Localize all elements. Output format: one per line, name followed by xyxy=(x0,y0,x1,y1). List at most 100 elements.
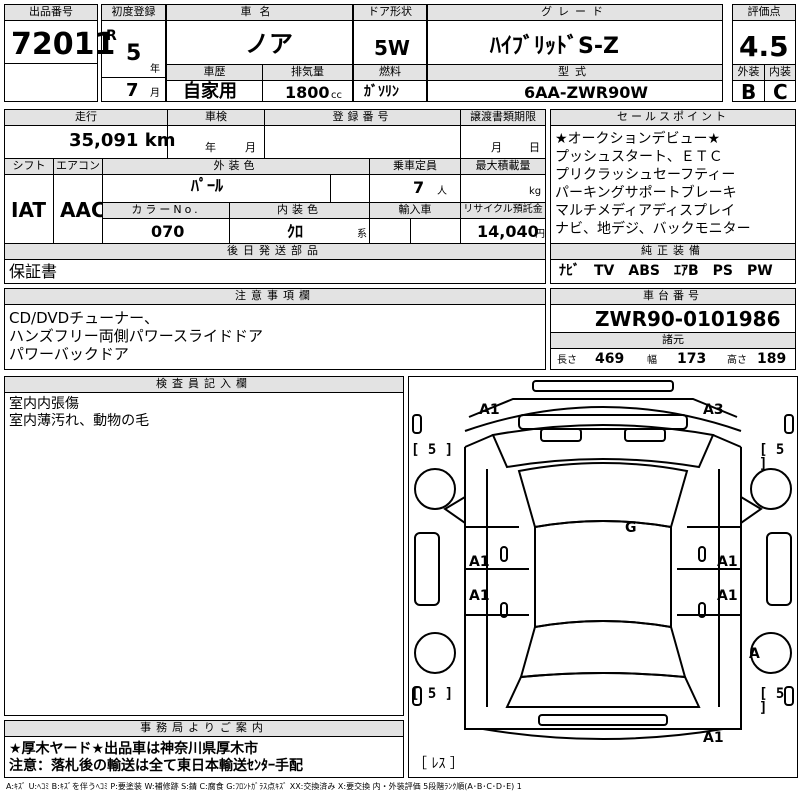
interior-color-label: 内装色 xyxy=(230,203,369,218)
inspection-year-unit: 年 xyxy=(205,141,216,154)
tire-depth: [ 5 ] xyxy=(759,686,785,716)
inspector-label: 検査員記入欄 xyxy=(5,377,403,392)
length-label: 長さ xyxy=(557,355,577,366)
import-label: 輸入車 xyxy=(370,203,460,218)
sales-point-line: プリクラッシュセーフティー xyxy=(555,167,736,183)
first-reg-label: 初度登録 xyxy=(102,5,165,20)
later-parts: 保証書 xyxy=(9,262,58,281)
dims-label: 諸元 xyxy=(551,333,795,348)
fuel: ｶﾞｿﾘﾝ xyxy=(364,84,399,100)
note-line: CD/DVDチューナー、 xyxy=(9,309,160,327)
capacity-label: 乗車定員 xyxy=(370,159,460,174)
capacity-unit: 人 xyxy=(437,186,447,197)
shift-label: シフト xyxy=(5,159,53,174)
recycle-fee: 14,040 xyxy=(477,222,539,241)
sales-point-line: ★オークションデビュー★ xyxy=(555,131,721,147)
capacity: 7 xyxy=(413,178,425,197)
interior-label: 内装 xyxy=(765,65,795,80)
tire-depth: [ 5 ] xyxy=(411,442,454,458)
inspector-box: 検査員記入欄 室内内張傷室内薄汚れ、動物の毛 xyxy=(4,376,404,716)
inspector-line: 室内薄汚れ、動物の毛 xyxy=(9,413,150,429)
exterior-label: 外装 xyxy=(733,65,764,80)
sales-point-line: ナビ、地デジ、バックモニター xyxy=(555,221,751,237)
spec-table: 走行 車検 登録番号 譲渡書類期限 35,091 km 年 月 月 日 シフト … xyxy=(4,109,546,284)
spare-tire-note: ［ ﾚｽ ］ xyxy=(413,756,464,772)
interior-color-unit: 系 xyxy=(357,229,367,240)
reg-year: 5 xyxy=(126,41,142,66)
registration-label: 登録番号 xyxy=(265,110,460,125)
sales-points-box: セールスポイント ★オークションデビュー★ プッシュスタート、ＥＴＣ プリクラッシュ… xyxy=(550,109,796,284)
notes-label: 注意事項欄 xyxy=(5,289,545,304)
sales-point-line: マルチメディアディスプレイ xyxy=(555,203,736,219)
recycle-label: リサイクル預託金 xyxy=(461,203,545,218)
aircon-label: エアコン xyxy=(54,159,102,174)
height: 189 xyxy=(757,351,787,367)
score: 4.5 xyxy=(739,30,789,63)
lot-number: 72011 xyxy=(11,27,116,62)
max-load-label: 最大積載量 xyxy=(461,159,545,174)
door-label: ドア形状 xyxy=(354,5,426,20)
inspector-line: 室内内張傷 xyxy=(9,396,79,412)
shift: IAT xyxy=(11,198,47,222)
first-registration-box: 初度登録 R 5 年 7 月 xyxy=(101,4,166,102)
model-label: 型式 xyxy=(428,65,722,80)
damage-code: A1 xyxy=(717,554,738,570)
color-number: 070 xyxy=(151,222,185,241)
notes-box: 注意事項欄 CD/DVDチューナー、ハンズフリー両側パワースライドドアパワーバッ… xyxy=(4,288,546,370)
damage-code: A1 xyxy=(479,402,500,418)
lot-box: 出品番号 72011 xyxy=(4,4,115,102)
width: 173 xyxy=(677,351,707,367)
chassis-box: 車台番号 ZWR90-0101986 諸元 長さ 469 幅 173 高さ 18… xyxy=(550,288,796,370)
damage-code: A1 xyxy=(469,588,490,604)
transfer-month-unit: 月 xyxy=(491,141,502,154)
color-label: 外装色 xyxy=(103,159,369,174)
car-name-label: 車名 xyxy=(167,5,352,20)
damage-code: A1 xyxy=(469,554,490,570)
car-name-box: 車名 ノア 車歴 排気量 自家用 1800 cc xyxy=(166,4,353,102)
tire-depth: [ 5 ] xyxy=(759,442,785,472)
office-box: 事務局よりご案内 ★厚木ヤード★出品車は神奈川県厚木市注意：落札後の輸送は全て東… xyxy=(4,720,404,778)
score-box: 評価点 4.5 外装 内装 B C xyxy=(732,4,796,102)
grade-box: グレード ﾊｲﾌﾞﾘｯﾄﾞS-Z 型式 6AA-ZWR90W xyxy=(427,4,723,102)
sales-point-line: プッシュスタート、ＥＴＣ xyxy=(555,149,723,165)
equipment: ﾅﾋﾞ TV ABS ｴｱB PS PW xyxy=(559,263,773,279)
recycle-unit: 円 xyxy=(535,229,545,240)
aircon: AAC xyxy=(60,198,106,222)
transfer-label: 譲渡書類期限 xyxy=(461,110,545,125)
damage-code: A1 xyxy=(717,588,738,604)
grade: ﾊｲﾌﾞﾘｯﾄﾞS-Z xyxy=(490,34,619,59)
sales-point-line: パーキングサポートブレーキ xyxy=(555,185,737,201)
mileage: 35,091 km xyxy=(69,130,176,151)
office-label: 事務局よりご案内 xyxy=(5,721,403,736)
damage-code: A3 xyxy=(703,402,724,418)
lot-label: 出品番号 xyxy=(5,5,97,20)
displacement-label: 排気量 xyxy=(263,65,352,80)
transfer-day-unit: 日 xyxy=(529,141,540,154)
sales-points-label: セールスポイント xyxy=(551,110,795,125)
era: R xyxy=(106,28,117,44)
year-unit: 年 xyxy=(150,64,160,75)
inspection-month-unit: 月 xyxy=(245,141,256,154)
chassis-label: 車台番号 xyxy=(551,289,795,304)
model: 6AA-ZWR90W xyxy=(524,83,649,102)
car-name: ノア xyxy=(245,30,293,58)
legend: A:ｷｽﾞ U:ﾍｺﾐ B:ｷｽﾞを伴うﾍｺﾐ P:要塗装 W:補修跡 S:錆 … xyxy=(6,782,522,791)
max-load-unit: kg xyxy=(529,186,542,197)
door-type: 5W xyxy=(374,36,410,60)
later-parts-label: 後日発送部品 xyxy=(5,244,545,259)
mileage-label: 走行 xyxy=(5,110,167,125)
displacement-unit: cc xyxy=(331,90,342,101)
damage-code: A1 xyxy=(703,730,724,746)
chassis-number: ZWR90-0101986 xyxy=(595,307,781,331)
score-label: 評価点 xyxy=(733,5,795,20)
office-line: 注意：落札後の輸送は全て東日本輸送ｾﾝﾀｰ手配 xyxy=(9,758,303,774)
history-label: 車歴 xyxy=(167,65,262,80)
exterior-color: ﾊﾟｰﾙ xyxy=(191,176,224,195)
equipment-label: 純正装備 xyxy=(551,244,795,259)
door-box: ドア形状 5W 燃料 ｶﾞｿﾘﾝ xyxy=(353,4,427,102)
inspection-label: 車検 xyxy=(168,110,264,125)
length: 469 xyxy=(595,351,625,367)
reg-month: 7 xyxy=(126,80,139,101)
exterior-grade: B xyxy=(741,80,757,104)
